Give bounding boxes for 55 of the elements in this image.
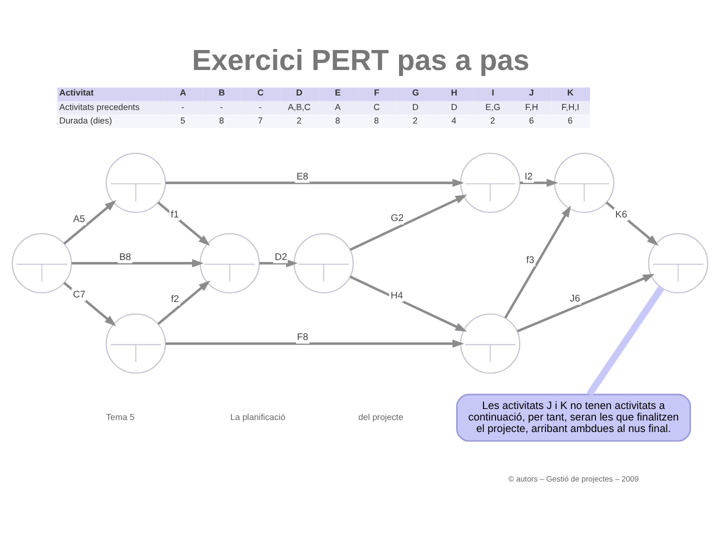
label: 6 <box>529 114 534 125</box>
label: 7 <box>258 114 263 125</box>
label: H <box>451 86 458 97</box>
label: J <box>529 86 534 97</box>
edge-label: B8 <box>119 251 132 262</box>
label: 4 <box>452 114 456 125</box>
label: E,G <box>485 101 500 112</box>
label: 2 <box>412 114 418 125</box>
edge-label: A5 <box>73 213 85 224</box>
label: F,H,I <box>561 101 580 112</box>
label: 6 <box>568 114 573 125</box>
edge-label: J6 <box>570 292 580 304</box>
label: del projecte <box>358 411 404 422</box>
label: 2 <box>296 114 302 125</box>
edge-label: f2 <box>170 294 180 305</box>
label: Activitats precedents <box>59 101 140 112</box>
label: La planificació <box>230 411 286 422</box>
label: D <box>412 101 419 112</box>
edge-label: K6 <box>615 208 628 220</box>
label: C <box>374 101 380 112</box>
label: 8 <box>219 114 224 125</box>
label: A <box>334 101 341 112</box>
label: E <box>334 86 341 97</box>
label: - <box>258 101 262 112</box>
label: D <box>451 101 458 112</box>
edge-label: D2 <box>274 251 288 262</box>
label: F,H <box>525 101 538 112</box>
label: A,B,C <box>288 101 311 112</box>
label: - <box>220 101 223 112</box>
label: C <box>257 86 264 97</box>
edge-label: C7 <box>72 289 86 300</box>
edge-label: f3 <box>526 254 534 266</box>
label: 8 <box>374 114 379 125</box>
edge-label: I2 <box>524 170 533 182</box>
edge-label: E8 <box>296 170 308 182</box>
diagram-title: Exercici PERT pas a pas <box>192 44 530 77</box>
label: I <box>492 86 494 97</box>
label: - <box>181 101 184 112</box>
label: F <box>374 86 380 97</box>
label: D <box>296 86 302 97</box>
label: Tema 5 <box>106 411 135 422</box>
edge-label: f1 <box>170 208 179 220</box>
label: Durada (dies) <box>59 114 112 125</box>
edge-label: F8 <box>296 332 308 343</box>
edge-label: G2 <box>390 212 404 224</box>
label: 5 <box>180 114 186 125</box>
label: 8 <box>335 114 340 125</box>
label: G <box>412 86 420 97</box>
label: Activitat <box>59 86 94 97</box>
label: K <box>567 86 574 97</box>
label: B <box>218 86 225 97</box>
label: © autors – Gestió de projectes – 2009 <box>508 474 639 484</box>
label: A <box>180 86 186 97</box>
edge-label: H4 <box>390 290 403 301</box>
label: 2 <box>490 114 496 125</box>
